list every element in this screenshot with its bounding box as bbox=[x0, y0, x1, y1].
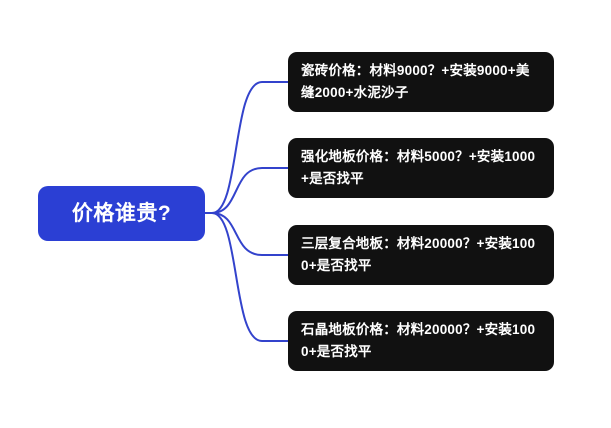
branch-node-1[interactable]: 瓷砖价格：材料9000？+安装9000+美缝2000+水泥沙子 bbox=[288, 52, 554, 112]
connector-branch-3 bbox=[204, 212, 289, 256]
branch-node-2-label: 强化地板价格：材料5000？+安装1000+是否找平 bbox=[301, 149, 536, 186]
root-node-label: 价格谁贵? bbox=[71, 201, 172, 225]
connector-branch-1 bbox=[204, 81, 289, 214]
branch-node-3-label: 三层复合地板：材料20000？+安装1000+是否找平 bbox=[301, 236, 536, 273]
connector-branch-4 bbox=[204, 212, 289, 342]
branch-node-1-label: 瓷砖价格：材料9000？+安装9000+美缝2000+水泥沙子 bbox=[301, 63, 530, 100]
connector-branch-2 bbox=[204, 167, 289, 214]
branch-node-4[interactable]: 石晶地板价格：材料20000？+安装1000+是否找平 bbox=[288, 311, 554, 371]
branch-node-2[interactable]: 强化地板价格：材料5000？+安装1000+是否找平 bbox=[288, 138, 554, 198]
root-node[interactable]: 价格谁贵? bbox=[38, 186, 205, 241]
branch-node-4-label: 石晶地板价格：材料20000？+安装1000+是否找平 bbox=[301, 322, 536, 359]
branch-node-3[interactable]: 三层复合地板：材料20000？+安装1000+是否找平 bbox=[288, 225, 554, 285]
